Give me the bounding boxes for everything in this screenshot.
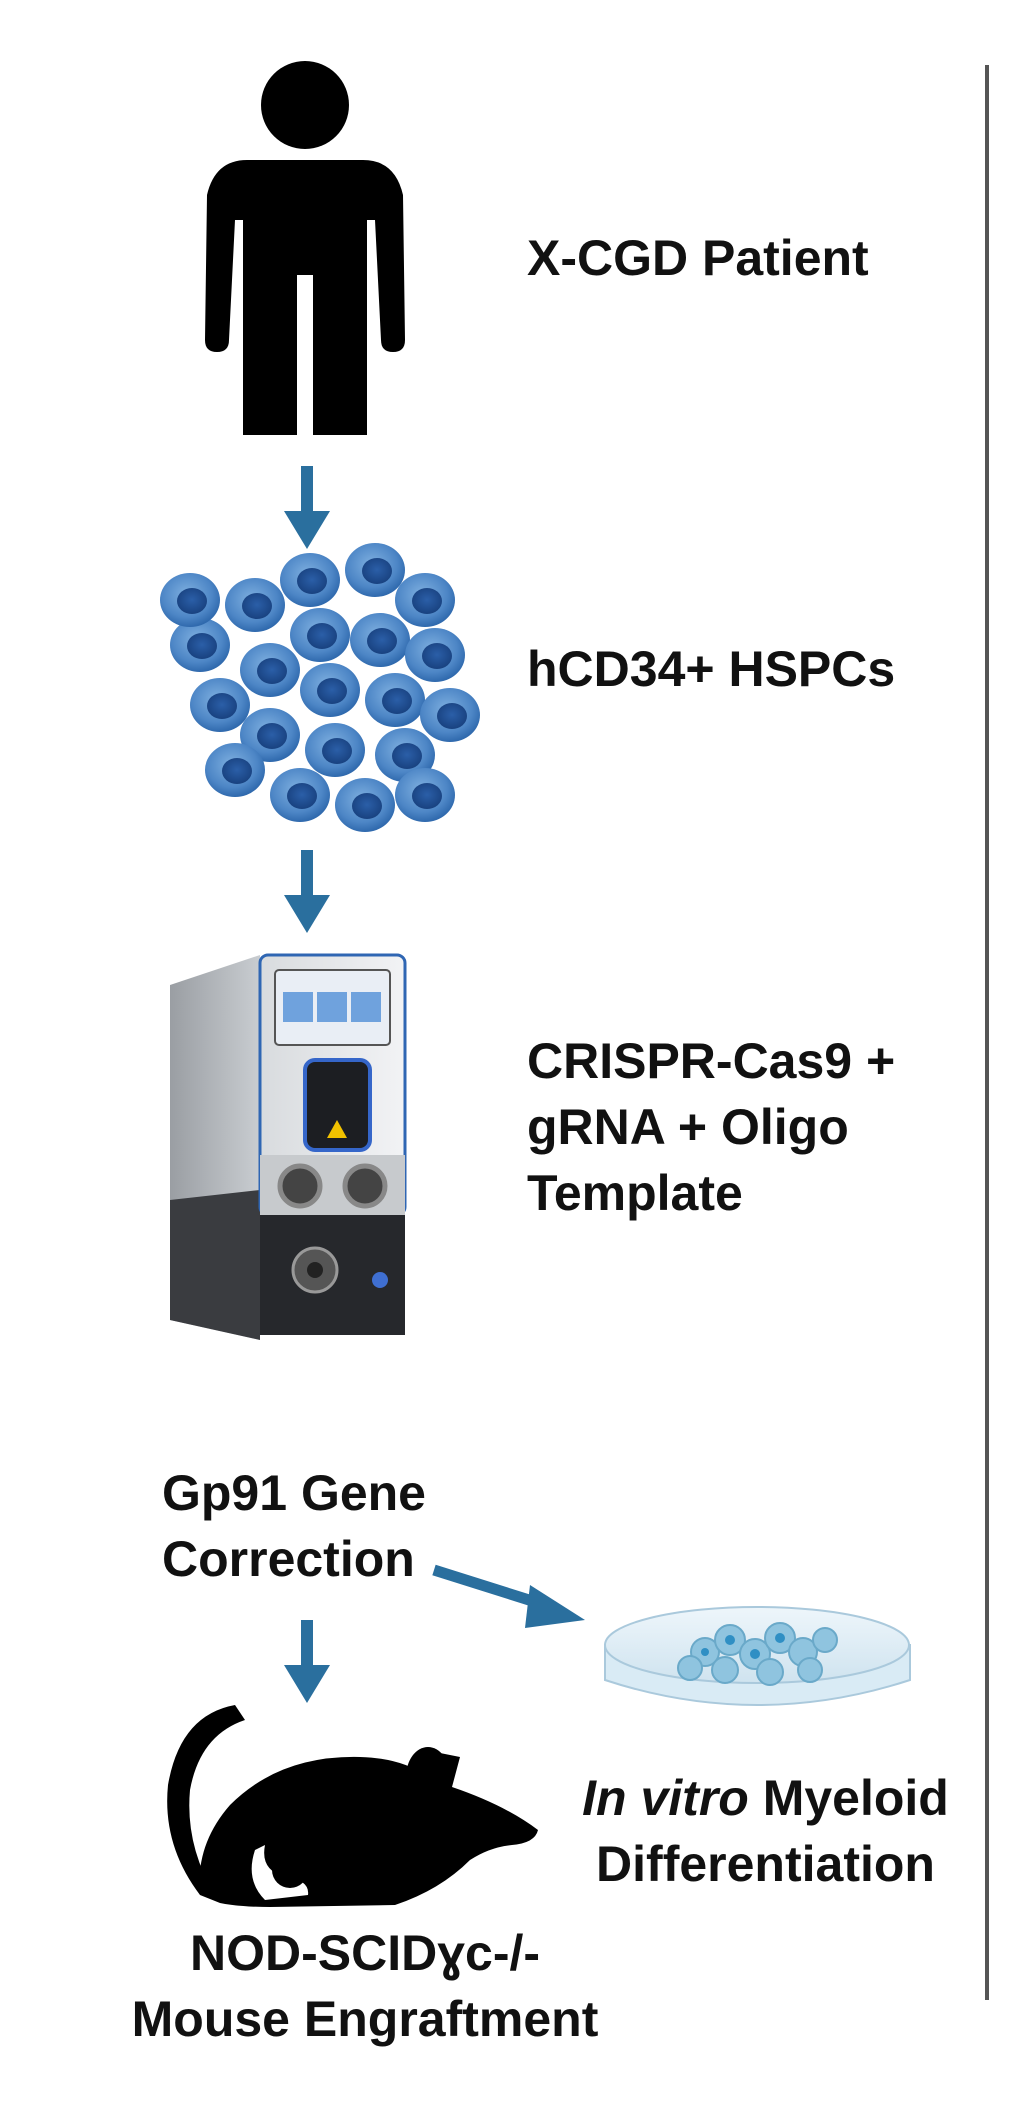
device-label-line-1: CRISPR-Cas9 + [527, 1033, 896, 1089]
cell-nucleus [207, 693, 237, 719]
cell-nucleus [437, 703, 467, 729]
cell-nucleus [412, 588, 442, 614]
correction-label: Gp91 Gene Correction [162, 1460, 426, 1592]
cell-nucleus [322, 738, 352, 764]
cell-nucleus [412, 783, 442, 809]
petri-dish-icon [604, 1606, 911, 1706]
arrow-down-icon [284, 466, 330, 549]
cells-label: hCD34+ HSPCs [527, 641, 896, 697]
cell-nucleus [257, 723, 287, 749]
in-vitro-italic: In vitro [582, 1770, 749, 1826]
cell-nucleus [187, 633, 217, 659]
cell-nucleus [317, 678, 347, 704]
correction-label-line-2: Correction [162, 1531, 415, 1587]
cell-nucleus [222, 758, 252, 784]
cell-nucleus [422, 643, 452, 669]
cell-nucleus [382, 688, 412, 714]
in-vitro-label-line-1: In vitro Myeloid [578, 1765, 953, 1831]
device-label: CRISPR-Cas9 + gRNA + Oligo Template [527, 1028, 895, 1226]
mouse-label-line-2: Mouse Engraftment [131, 1991, 599, 2047]
patient-label: X-CGD Patient [527, 230, 869, 286]
device-label-line-2: gRNA + Oligo [527, 1099, 849, 1155]
cell-nucleus [352, 793, 382, 819]
device-label-line-3: Template [527, 1165, 743, 1221]
cell-nucleus [287, 783, 317, 809]
cell-cluster-icon [160, 543, 480, 832]
cell-nucleus [297, 568, 327, 594]
cell-nucleus [362, 558, 392, 584]
mouse-icon [167, 1705, 538, 1907]
cell-nucleus [392, 743, 422, 769]
divider-line [985, 65, 989, 2000]
in-vitro-label-line-2: Differentiation [596, 1836, 935, 1892]
arrow-down-icon [284, 850, 330, 933]
in-vitro-label: In vitro Myeloid Differentiation [578, 1765, 953, 1897]
mouse-label-line-1: NOD-SCIDɣc-/- [189, 1925, 541, 1981]
arrow-right-icon [432, 1564, 585, 1628]
cell-nucleus [242, 593, 272, 619]
mouse-label: NOD-SCIDɣc-/- Mouse Engraftment [115, 1920, 615, 2052]
correction-label-line-1: Gp91 Gene [162, 1465, 426, 1521]
electroporation-device-icon [170, 953, 407, 1340]
person-icon [205, 61, 405, 435]
cell-nucleus [257, 658, 287, 684]
in-vitro-rest: Myeloid [748, 1770, 949, 1826]
arrow-down-icon [284, 1620, 330, 1703]
cell-nucleus [307, 623, 337, 649]
cell-nucleus [367, 628, 397, 654]
cell-nucleus [177, 588, 207, 614]
